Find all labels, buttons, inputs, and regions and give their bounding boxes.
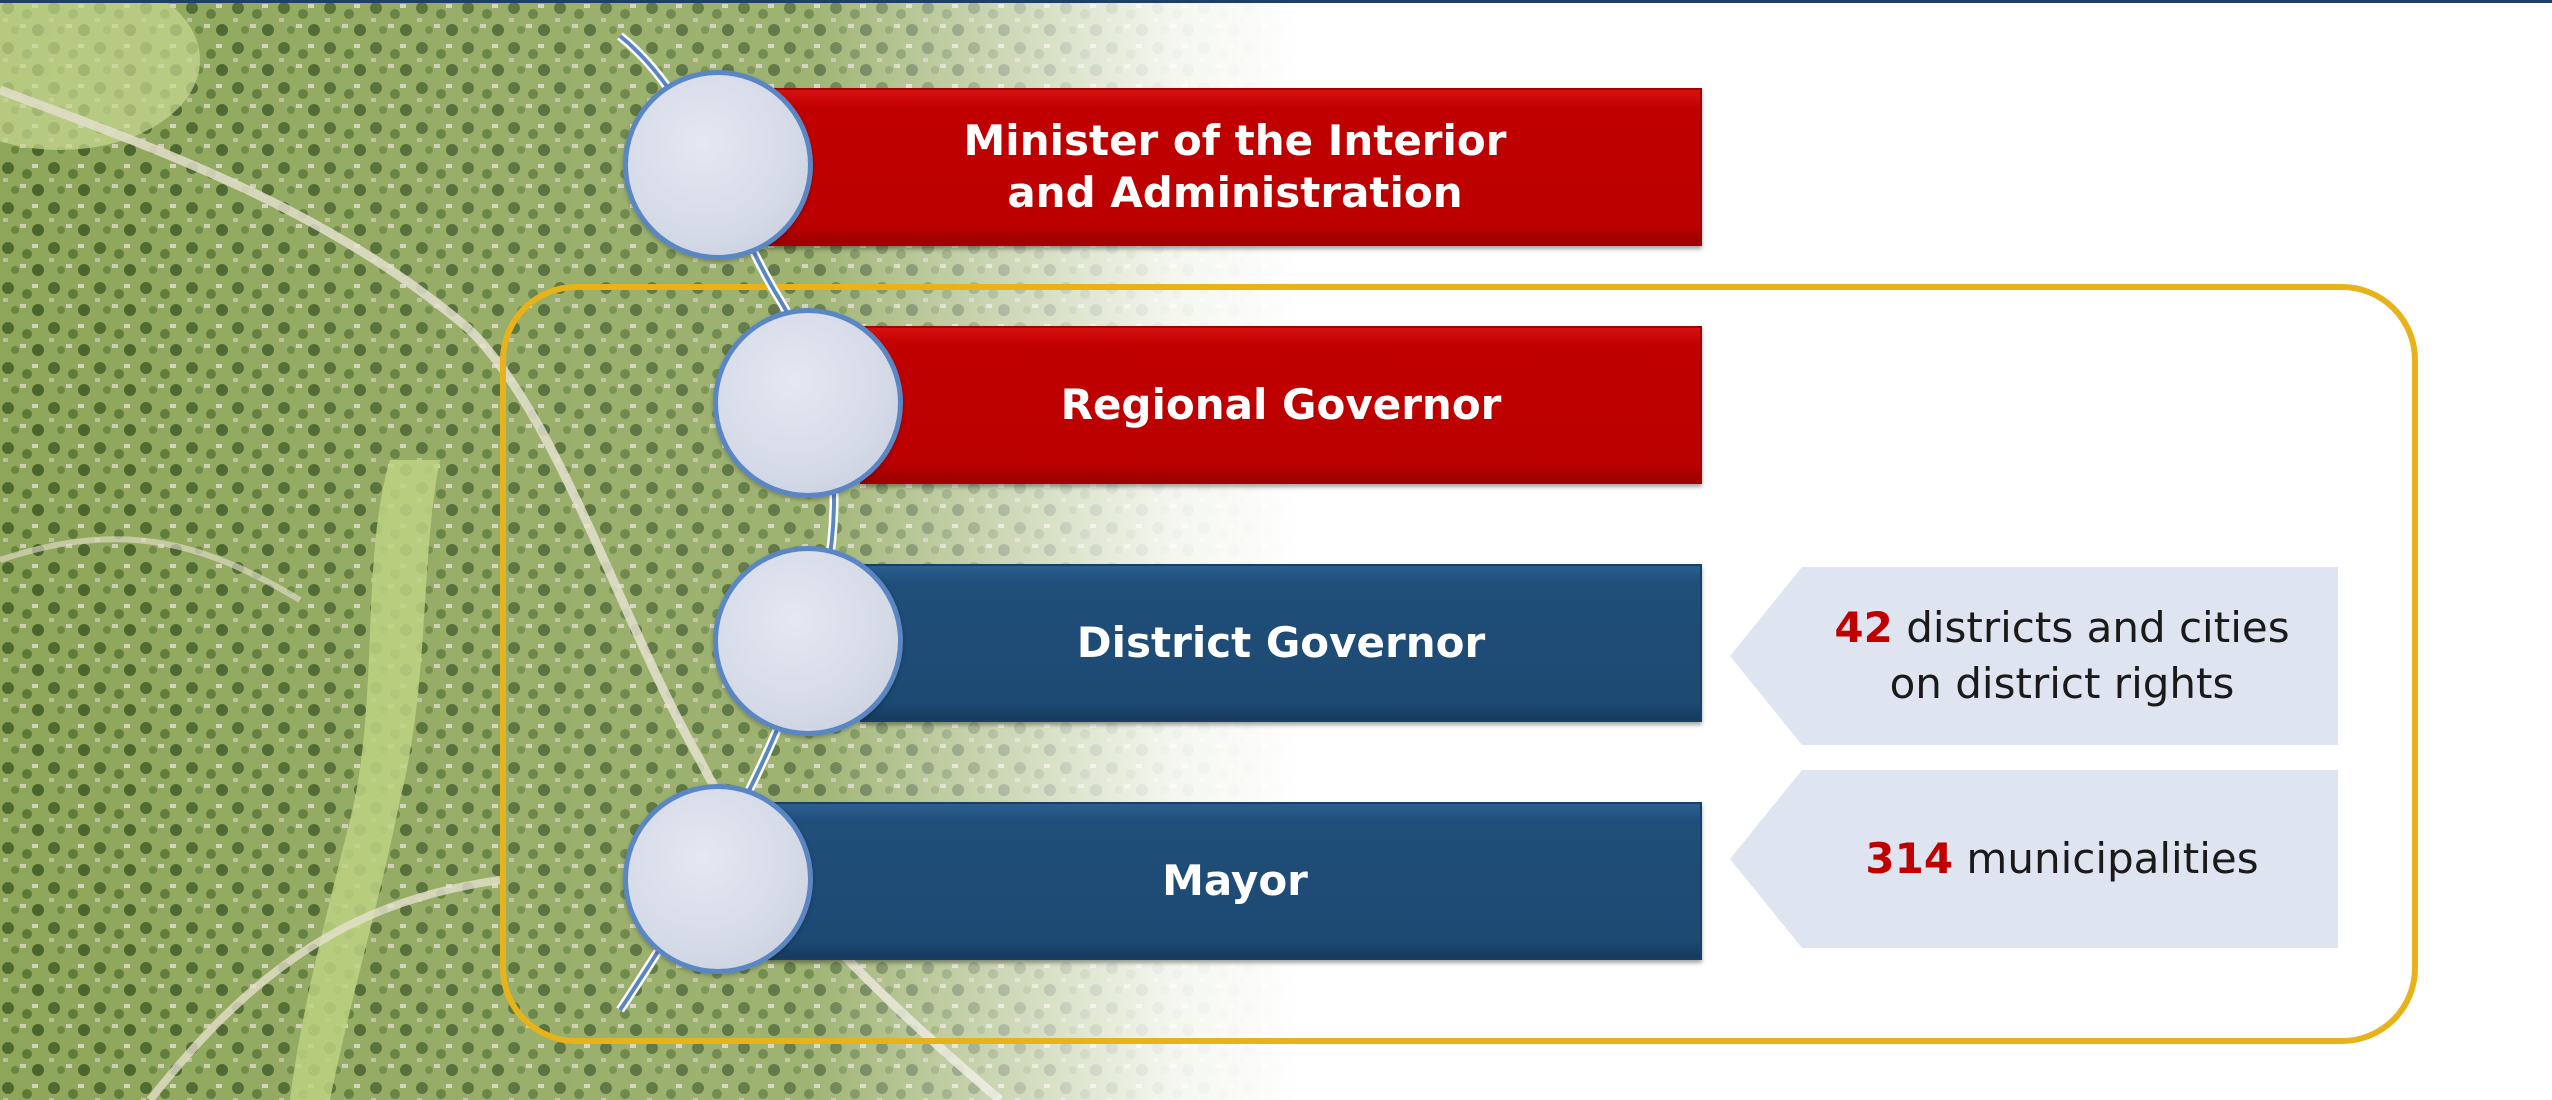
hierarchy-bar-minister: Minister of the Interior and Administrat…	[768, 88, 1702, 246]
district-count-text-line2: on district rights	[1889, 659, 2235, 708]
municipality-count-callout: 314 municipalities	[1730, 770, 2338, 948]
district-count-callout: 42 districts and cities on district righ…	[1730, 567, 2338, 745]
mayor-label: Mayor	[1162, 856, 1308, 905]
district-count-number: 42	[1834, 603, 1893, 652]
municipality-count-text: municipalities	[1953, 834, 2259, 883]
local-government-group-frame	[500, 284, 2418, 1044]
municipality-count-number: 314	[1865, 834, 1954, 883]
regional-governor-label: Regional Governor	[1060, 380, 1502, 429]
district-count-text-line1: districts and cities	[1892, 603, 2290, 652]
hierarchy-bar-mayor: Mayor	[768, 802, 1702, 960]
top-rule	[0, 0, 2552, 3]
mayor-circle-marker	[623, 784, 813, 974]
hierarchy-bar-regional-governor: Regional Governor	[860, 326, 1702, 484]
district-governor-circle-marker	[713, 546, 903, 736]
hierarchy-bar-district-governor: District Governor	[860, 564, 1702, 722]
district-governor-label: District Governor	[1076, 618, 1486, 667]
minister-circle-marker	[623, 70, 813, 260]
minister-label: Minister of the Interior and Administrat…	[963, 116, 1507, 217]
regional-governor-circle-marker	[713, 308, 903, 498]
